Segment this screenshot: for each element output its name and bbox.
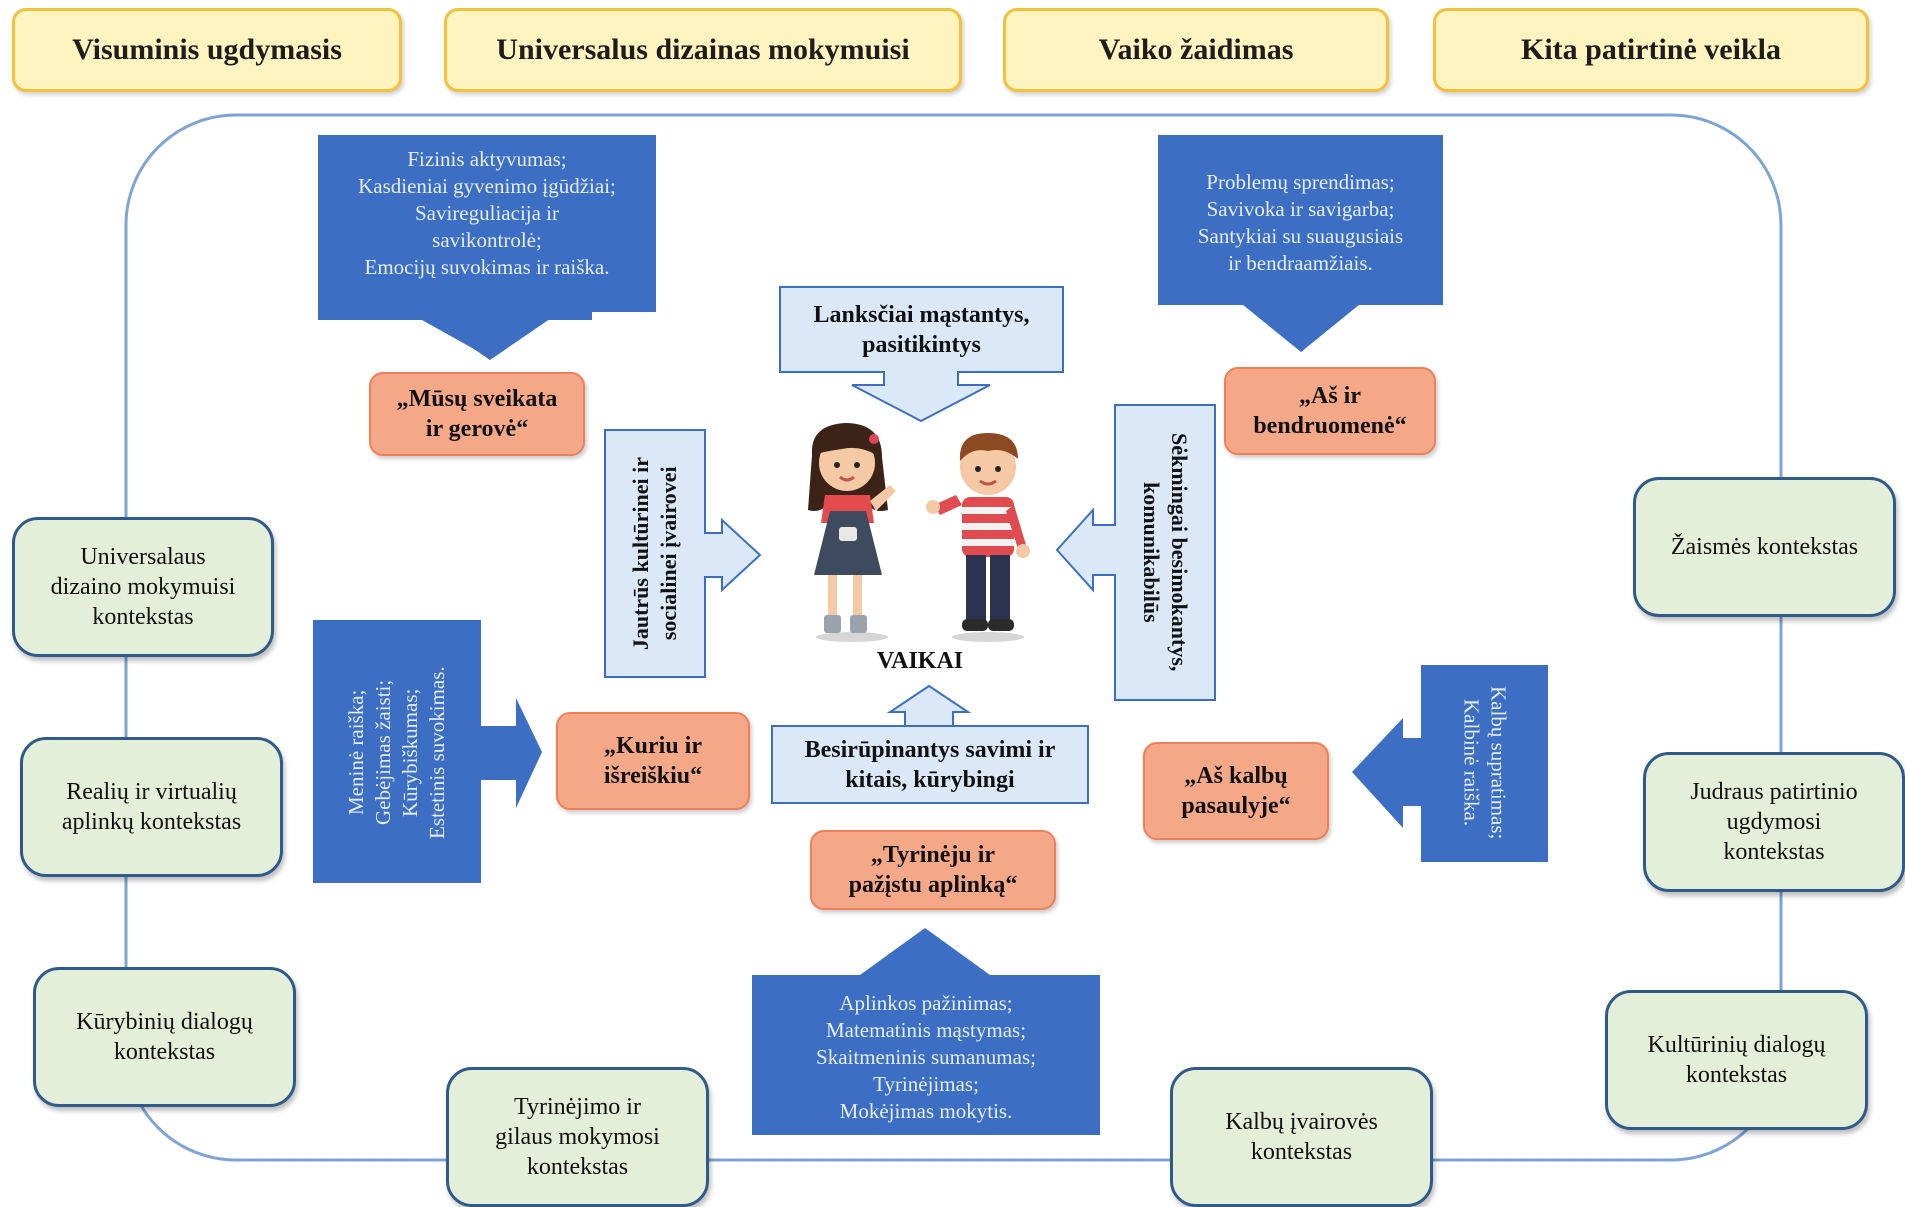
context-line: dizaino mokymuisi xyxy=(50,574,236,600)
context-real-virtual: Realių ir virtualių aplinkų kontekstas xyxy=(20,737,283,877)
trait-arrow-bottom xyxy=(771,725,1089,804)
theme-line: bendruomenė“ xyxy=(1253,413,1407,439)
theme-line: pažįstu aplinką“ xyxy=(848,872,1018,898)
girl-figure xyxy=(808,423,896,642)
competency-line: Aplinkos pažinimas; xyxy=(839,990,1013,1015)
context-line: Universalaus xyxy=(80,544,206,570)
competency-line: savikontrolė; xyxy=(432,227,542,252)
competency-line: Kasdieniai gyvenimo įgūdžiai; xyxy=(358,173,616,198)
trait-top: Lanksčiai mąstantys, pasitikintys xyxy=(780,290,1063,370)
context-exploration: Tyrinėjimo ir gilaus mokymosi kontekstas xyxy=(446,1067,709,1207)
competency-text-top-right: Problemų sprendimas; Savivoka ir savigar… xyxy=(1158,160,1443,285)
competency-text-bottom: Aplinkos pažinimas; Matematinis mąstymas… xyxy=(752,982,1100,1132)
competency-arrow-bottom xyxy=(752,975,1100,1135)
theme-line: „Aš kalbų xyxy=(1184,763,1288,789)
context-line: gilaus mokymosi xyxy=(495,1124,660,1150)
competency-text-right: Kalbų supratimas; Kalbinė raiška. xyxy=(1421,668,1548,858)
context-line: kontekstas xyxy=(1250,1139,1353,1165)
trait-line: Jautrūs kultūrinei ir xyxy=(628,456,653,651)
context-line: Žaismės kontekstas xyxy=(1670,534,1859,560)
competency-line: Matematinis mąstymas; xyxy=(825,1017,1027,1042)
competency-line: Savivoka ir savigarba; xyxy=(1206,196,1395,221)
context-line: Realių ir virtualių xyxy=(66,779,237,805)
trait-line: Lanksčiai mąstantys, xyxy=(813,302,1030,328)
context-line: Judraus patirtinio xyxy=(1690,779,1858,805)
context-creative-dialogues: Kūrybinių dialogų kontekstas xyxy=(33,967,296,1107)
trait-arrow-bottom-head xyxy=(886,684,972,727)
competency-line: Mokėjimas mokytis. xyxy=(839,1098,1013,1123)
top-category-holistic: Visuminis ugdymasis xyxy=(12,8,402,92)
competency-text-top-left: Fizinis aktyvumas; Kasdieniai gyvenimo į… xyxy=(318,138,656,288)
context-cultural-dialogues: Kultūrinių dialogų kontekstas xyxy=(1605,990,1868,1130)
competency-line: ir bendraamžiais. xyxy=(1228,250,1373,275)
context-language-diversity: Kalbų įvairovės kontekstas xyxy=(1170,1067,1433,1207)
theme-health: „Mūsų sveikata ir gerovė“ xyxy=(369,372,585,456)
theme-community: „Aš ir bendruomenė“ xyxy=(1224,367,1436,455)
competency-line: Emocijų suvokimas ir raiška. xyxy=(364,254,610,279)
trait-arrow-top xyxy=(779,286,1064,423)
competency-line: Tyrinėjimas; xyxy=(873,1071,979,1096)
context-line: kontekstas xyxy=(92,604,194,630)
context-line: Tyrinėjimo ir xyxy=(514,1094,641,1120)
center-label: VAIKAI xyxy=(876,648,964,674)
top-category-udl: Universalus dizainas mokymuisi xyxy=(444,8,962,92)
trait-line: pasitikintys xyxy=(862,332,981,358)
competency-line: Savireguliacija ir xyxy=(414,200,560,225)
theme-line: „Kuriu ir xyxy=(603,733,702,759)
theme-languages: „Aš kalbų pasaulyje“ xyxy=(1143,742,1329,840)
context-line: kontekstas xyxy=(1723,839,1825,865)
theme-create: „Kuriu ir išreiškiu“ xyxy=(556,712,750,810)
arrow-head-top-right xyxy=(1237,300,1365,352)
top-category-other: Kita patirtinė veikla xyxy=(1433,8,1869,92)
competency-arrow-left xyxy=(313,620,481,883)
context-playfulness: Žaismės kontekstas xyxy=(1633,477,1896,617)
context-active-experiential: Judraus patirtinio ugdymosi kontekstas xyxy=(1643,752,1905,892)
arrow-shaft-left xyxy=(478,698,542,808)
trait-right: Sėkmingai besimokantys, komunikabilūs xyxy=(1117,407,1213,698)
competency-line: Kalbinė raiška. xyxy=(1459,699,1484,827)
competency-arrow-top-left xyxy=(318,135,656,358)
context-udl: Universalaus dizaino mokymuisi konteksta… xyxy=(12,517,274,657)
trait-arrow-right xyxy=(1055,404,1216,701)
competency-arrow-top-right xyxy=(1158,135,1443,305)
trait-line: Sėkmingai besimokantys, xyxy=(1167,433,1192,672)
boy-figure xyxy=(926,433,1030,642)
theme-line: išreiškiu“ xyxy=(603,763,703,789)
trait-arrow-left xyxy=(604,429,762,678)
children-illustration xyxy=(808,423,1030,642)
theme-line: ir gerovė“ xyxy=(425,416,529,442)
trait-line: Besirūpinantys savimi ir xyxy=(804,736,1056,763)
trait-line: komunikabilūs xyxy=(1139,482,1164,623)
theme-explore: „Tyrinėju ir pažįstu aplinką“ xyxy=(810,830,1056,910)
context-line: ugdymosi xyxy=(1726,809,1822,835)
theme-line: „Aš ir xyxy=(1299,383,1361,409)
competency-line: Fizinis aktyvumas; xyxy=(407,146,567,171)
trait-line: socialinei įvairovei xyxy=(656,466,681,641)
arrow-shaft-right xyxy=(1352,718,1425,828)
theme-line: pasaulyje“ xyxy=(1181,793,1291,819)
trait-left: Jautrūs kultūrinei ir socialinei įvairov… xyxy=(607,432,703,675)
competency-line: Skaitmeninis sumanumas; xyxy=(816,1044,1036,1069)
arrow-head-bottom xyxy=(860,928,990,975)
competency-line: Kalbų supratimas; xyxy=(1486,686,1511,840)
competency-arrow-right xyxy=(1421,665,1548,862)
context-line: Kalbų įvairovės xyxy=(1225,1109,1378,1135)
context-line: kontekstas xyxy=(526,1154,629,1180)
arrow-head-top-left xyxy=(420,312,560,360)
competency-line: Problemų sprendimas; xyxy=(1206,169,1395,194)
context-line: kontekstas xyxy=(1685,1062,1788,1088)
theme-line: „Mūsų sveikata xyxy=(396,386,558,412)
context-line: Kultūrinių dialogų xyxy=(1647,1032,1826,1058)
context-line: aplinkų kontekstas xyxy=(61,809,242,835)
trait-line: kitais, kūrybingi xyxy=(845,766,1015,793)
theme-line: „Tyrinėju ir xyxy=(870,842,996,868)
competency-line: Santykiai su suaugusiais xyxy=(1197,223,1404,248)
context-line: kontekstas xyxy=(113,1039,216,1065)
top-category-play: Vaiko žaidimas xyxy=(1003,8,1389,92)
context-line: Kūrybinių dialogų xyxy=(76,1009,253,1035)
trait-bottom: Besirūpinantys savimi ir kitais, kūrybin… xyxy=(772,728,1088,801)
